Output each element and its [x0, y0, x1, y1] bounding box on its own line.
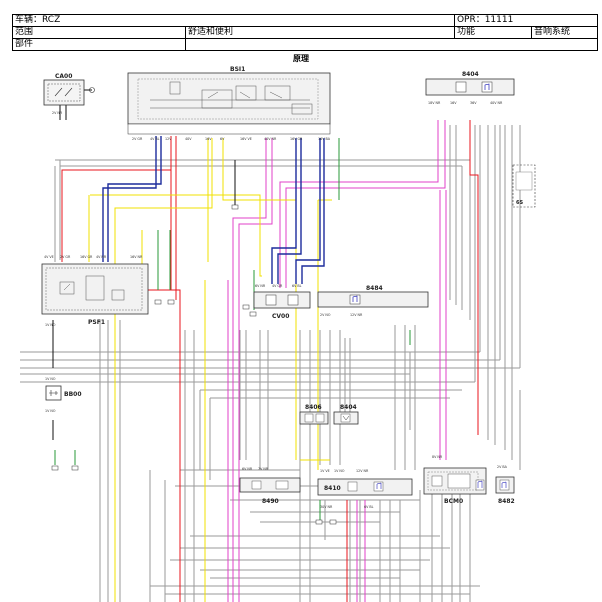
- svg-text:16V GR: 16V GR: [290, 137, 303, 141]
- svg-text:4V NR: 4V NR: [96, 255, 107, 259]
- bsi-module: BSI1 2V GR 4V BL 12V 40V 16V 6V 16V VE 4…: [127, 66, 331, 141]
- svg-text:16V NR: 16V NR: [130, 255, 143, 259]
- black-wires: [52, 89, 236, 440]
- c8484-label: 8484: [366, 285, 383, 292]
- svg-text:1V NO: 1V NO: [45, 323, 56, 327]
- svg-text:4V VE: 4V VE: [44, 255, 54, 259]
- c8410-label: 8410: [324, 485, 341, 492]
- bcm0-label: BCM0: [444, 498, 463, 505]
- svg-text:1V VE: 1V VE: [320, 469, 330, 473]
- parts-value-cell: [185, 38, 598, 51]
- svg-text:40V: 40V: [185, 137, 192, 141]
- svg-text:2V GR: 2V GR: [60, 255, 71, 259]
- blue-wires: [102, 136, 325, 284]
- bsi-pins: 2V GR 4V BL 12V 40V 16V 6V 16V VE 40V NR…: [132, 137, 331, 141]
- c8482-label: 8482: [498, 498, 515, 505]
- bb00-label: BB00: [64, 391, 82, 398]
- c8c4-module: 8404 18V NR 16V 36V 40V NR: [425, 71, 515, 105]
- svg-text:36V: 36V: [470, 101, 477, 105]
- svg-text:16V VE: 16V VE: [240, 137, 252, 141]
- bsi-label: BSI1: [230, 66, 245, 73]
- c8406-label: 8406: [305, 404, 322, 411]
- svg-text:2V BA: 2V BA: [497, 465, 508, 469]
- svg-text:12V NR: 12V NR: [350, 313, 363, 317]
- svg-text:1V NO: 1V NO: [334, 469, 345, 473]
- svg-text:2V NO: 2V NO: [320, 313, 331, 317]
- ground-stubs: [51, 204, 337, 525]
- ca00-label: CA00: [55, 73, 72, 80]
- c8406-speaker: 8406: [299, 404, 329, 425]
- c8484-module: 8484 2V NO 12V NR: [317, 285, 429, 317]
- svg-text:40V NR: 40V NR: [490, 101, 503, 105]
- svg-text:6V NR: 6V NR: [242, 467, 253, 471]
- red-wires: [61, 120, 479, 602]
- svg-text:12V NR: 12V NR: [356, 469, 369, 473]
- green-wires: [54, 138, 411, 520]
- svg-text:6V BL: 6V BL: [292, 284, 302, 288]
- c8404b-speaker: 8404: [333, 404, 359, 425]
- svg-text:18V NR: 18V NR: [428, 101, 441, 105]
- svg-text:16V BA: 16V BA: [318, 137, 331, 141]
- svg-text:2V GR: 2V GR: [132, 137, 143, 141]
- bcm0-module: BCM0 8V NR: [423, 455, 487, 505]
- ca00-switch: CA00 2V NR: [43, 73, 95, 115]
- svg-text:12V: 12V: [165, 137, 172, 141]
- magenta-wires: [227, 120, 447, 602]
- c8490-module: 8490 6V NR 7V NR: [239, 467, 301, 505]
- header-table: 车辆：RCZ OPR：11111 范围 舒适和便利 功能 音响系统 部件: [12, 14, 599, 51]
- svg-text:1V NO: 1V NO: [45, 409, 56, 413]
- cv00-label: CV00: [272, 313, 289, 320]
- c6s-label: 6S: [516, 200, 523, 206]
- svg-text:16V: 16V: [205, 137, 212, 141]
- c8c4-label: 8404: [462, 71, 479, 78]
- c8490-label: 8490: [262, 498, 279, 505]
- psf1-module: PSF1 4V VE 2V GR 16V GR 4V NR 16V NR 1V …: [41, 255, 149, 327]
- bb00-battery: BB00 1V NO 1V NO: [45, 377, 82, 413]
- c8482-module: 8482 2V BA: [495, 465, 515, 505]
- svg-text:2V NR: 2V NR: [52, 111, 63, 115]
- svg-text:4V GR: 4V GR: [272, 284, 283, 288]
- svg-text:16V GR: 16V GR: [80, 255, 93, 259]
- c8410-module: 8410 1V VE 1V NO 12V NR 30V NR 6V BL: [317, 469, 413, 509]
- psf1-label: PSF1: [88, 319, 105, 326]
- cv00-module: CV00 6V NR 4V GR 6V BL: [253, 284, 311, 320]
- gray-wires: [20, 125, 521, 602]
- c6s-connector: 6S: [512, 164, 536, 208]
- svg-text:8V NR: 8V NR: [432, 455, 443, 459]
- svg-text:40V NR: 40V NR: [264, 137, 277, 141]
- diagram-title: 原理: [293, 54, 309, 63]
- svg-text:6V BL: 6V BL: [364, 505, 374, 509]
- svg-text:6V: 6V: [220, 137, 225, 141]
- svg-text:6V NR: 6V NR: [255, 284, 266, 288]
- svg-text:1V NO: 1V NO: [45, 377, 56, 381]
- parts-label-cell: 部件: [12, 38, 186, 51]
- c8404b-label: 8404: [340, 404, 357, 411]
- svg-text:30V NR: 30V NR: [320, 505, 333, 509]
- svg-text:4V BL: 4V BL: [150, 137, 160, 141]
- svg-text:16V: 16V: [450, 101, 457, 105]
- svg-text:7V NR: 7V NR: [258, 467, 269, 471]
- yellow-wires: [88, 138, 332, 602]
